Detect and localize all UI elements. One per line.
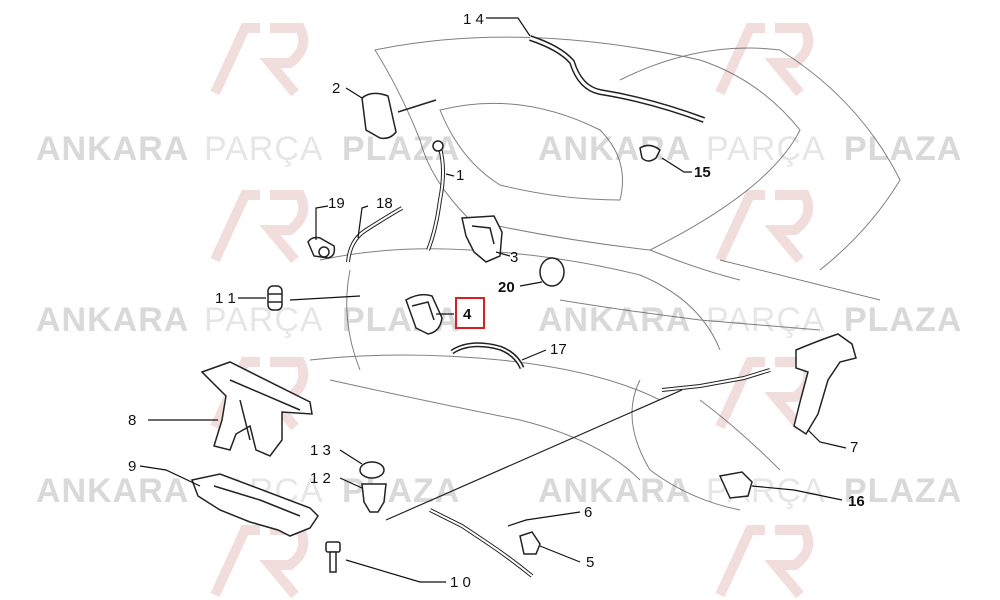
watermark-logo [210,23,309,97]
wm-word3: PLAZA [342,301,460,339]
wm-word3: PLAZA [844,301,962,339]
watermark-logo [210,190,309,264]
wm-word1: ANKARA [36,130,189,168]
callout-16[interactable]: 16 [848,493,865,510]
watermark-logo [715,525,814,599]
part-7-cable [661,368,771,392]
parts [190,35,857,578]
part-17-seal [450,342,525,370]
callout-1[interactable]: 1 [456,167,464,184]
part-11-bump-stop [267,285,283,311]
callout-8[interactable]: 8 [128,412,136,429]
highlight-box[interactable] [455,297,485,329]
callout-11[interactable]: 1 1 [215,290,236,307]
callout-14[interactable]: 1 4 [463,11,484,28]
part-5-clip [519,531,541,555]
callout-4[interactable]: 4 [463,306,472,323]
callout-17[interactable]: 17 [550,341,567,358]
part-8-bracket [200,361,313,457]
part-6-cable [429,508,534,578]
callout-20[interactable]: 20 [498,279,515,296]
callout-6[interactable]: 6 [584,504,592,521]
wm-word2: PARÇA [706,301,826,339]
wm-word2: PARÇA [706,130,826,168]
wm-word3: PLAZA [844,472,962,510]
callout-19[interactable]: 19 [328,195,345,212]
wm-word1: ANKARA [538,301,691,339]
wm-word3: PLAZA [342,472,460,510]
part-13-grommet [359,461,385,479]
callout-13[interactable]: 1 3 [310,442,331,459]
callout-7[interactable]: 7 [850,439,858,456]
wm-word1: ANKARA [538,472,691,510]
part-7-handle [793,333,857,436]
wm-word1: ANKARA [36,301,189,339]
wm-word2: PARÇA [204,130,324,168]
car-body-outline [309,36,901,511]
callout-3[interactable]: 3 [510,249,518,266]
watermark-logo [715,23,814,97]
leader-lines [139,17,847,583]
wm-word1: ANKARA [36,472,189,510]
part-2-buffer [361,92,397,140]
part-12-stopper [361,483,387,513]
callout-18[interactable]: 18 [376,195,393,212]
callout-12[interactable]: 1 2 [310,470,331,487]
watermark-logo [210,525,309,599]
part-3-latch [461,215,503,263]
callout-10[interactable]: 1 0 [450,574,471,591]
watermark-logo [715,190,814,264]
callout-15[interactable]: 15 [694,164,711,181]
part-15-clip [639,144,661,162]
callout-2[interactable]: 2 [332,80,340,97]
callouts: 1 4 2 1 15 19 18 3 20 1 1 4 17 8 1 3 1 2… [128,11,865,591]
wm-word3: PLAZA [844,130,962,168]
callout-5[interactable]: 5 [586,554,594,571]
callout-9[interactable]: 9 [128,458,136,475]
part-16-clip [718,471,753,499]
wm-word2: PARÇA [204,301,324,339]
watermark-text: ANKARA PARÇA PLAZA ANKARA PARÇA PLAZA AN… [36,130,962,510]
part-10-bolt [325,541,341,553]
part-20-cap [539,257,565,287]
